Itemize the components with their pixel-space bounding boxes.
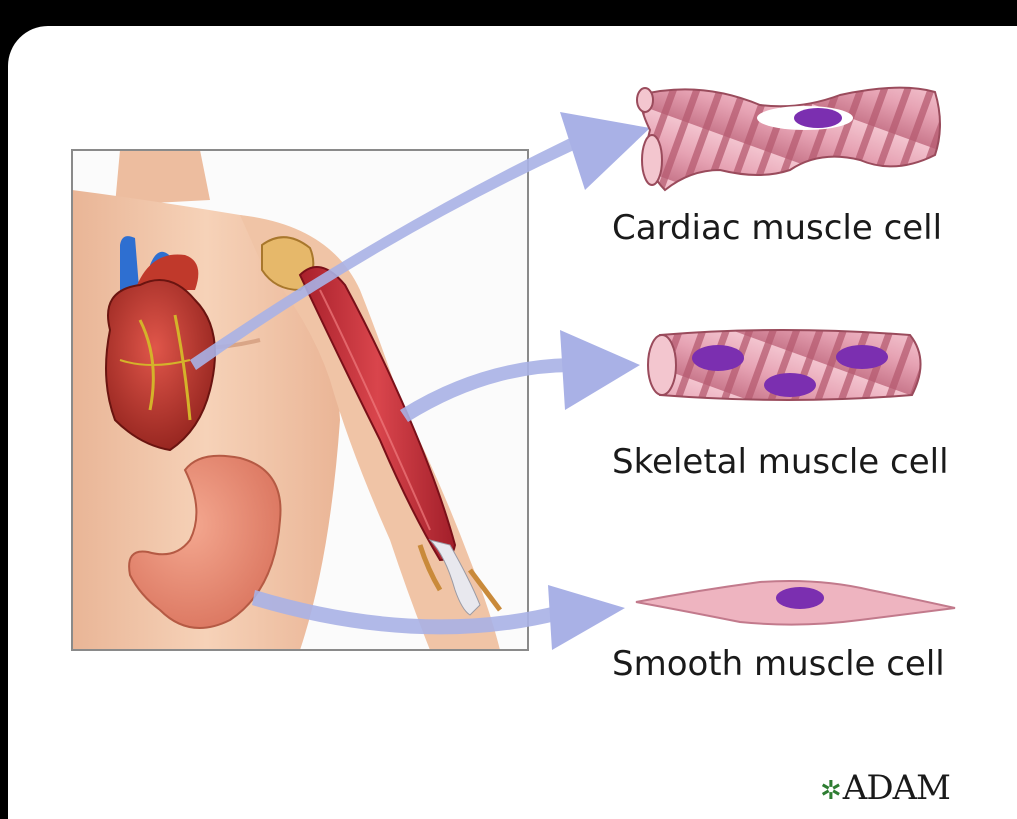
- smooth-cell: [636, 581, 955, 625]
- skeletal-nucleus-1: [692, 345, 744, 371]
- skeletal-nucleus-2: [764, 373, 816, 397]
- arrow-head-smooth: [548, 585, 625, 650]
- arrow-head-cardiac: [560, 112, 650, 190]
- cardiac-nucleus: [794, 108, 842, 128]
- skeletal-cell: [648, 330, 921, 400]
- cardiac-cell-label: Cardiac muscle cell: [612, 208, 942, 248]
- skeletal-cell-label: Skeletal muscle cell: [612, 442, 949, 482]
- cardiac-cell: [637, 88, 940, 190]
- arrow-head-skeletal: [560, 330, 640, 410]
- adam-logo: ✲ADAM: [820, 768, 950, 808]
- logo-text: ADAM: [843, 768, 950, 808]
- smooth-nucleus: [776, 587, 824, 609]
- leaf-icon: ✲: [820, 776, 841, 806]
- skeletal-nucleus-3: [836, 345, 888, 369]
- torso-panel: [72, 150, 528, 650]
- smooth-cell-label: Smooth muscle cell: [612, 644, 945, 684]
